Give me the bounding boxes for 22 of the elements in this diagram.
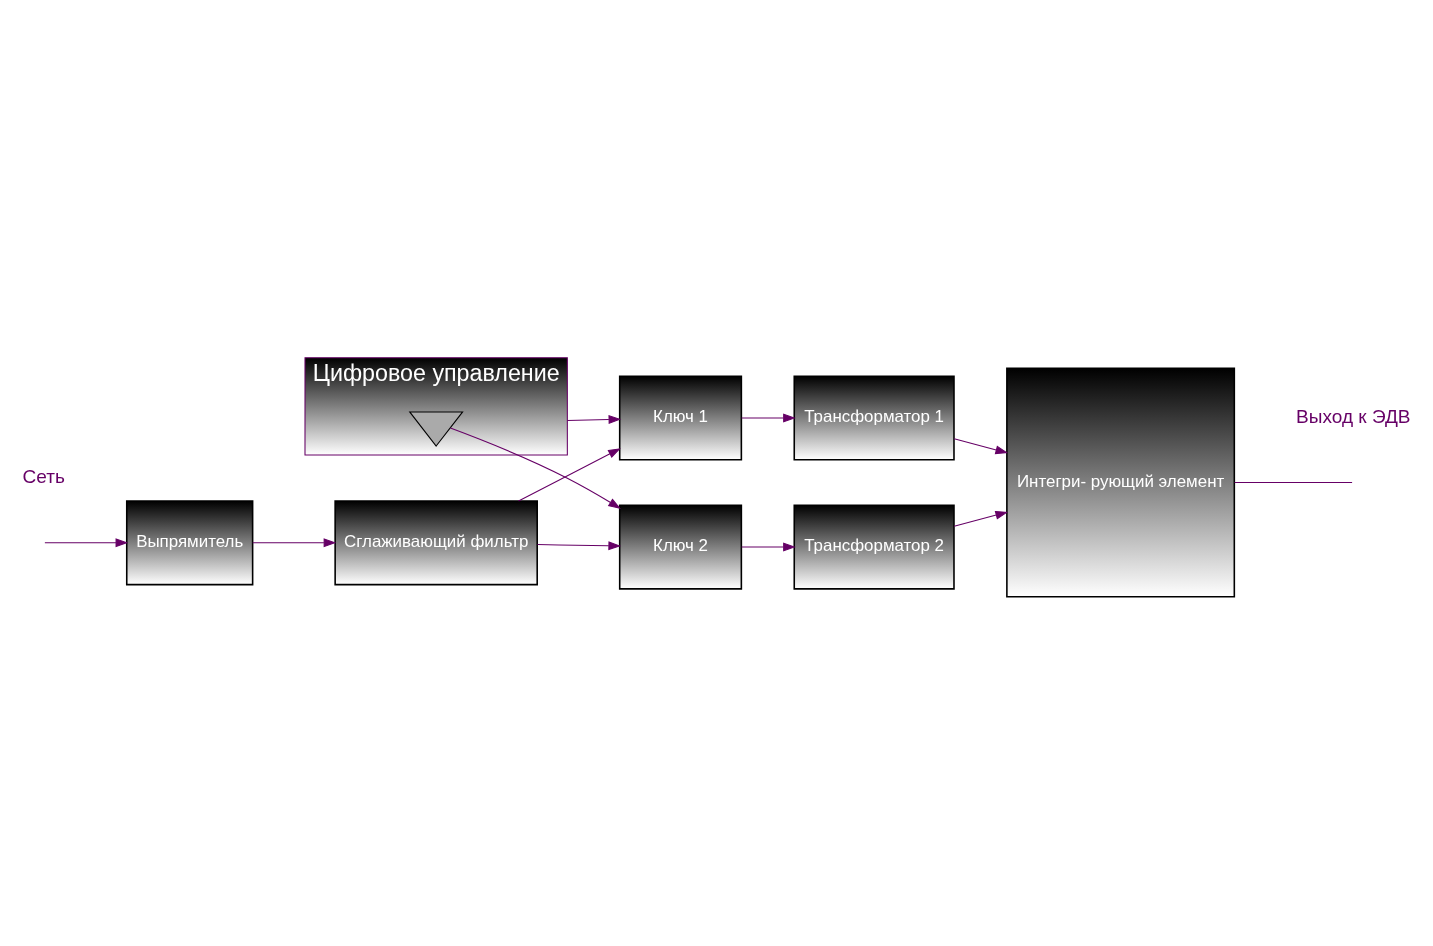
node-triangle: [408, 411, 464, 447]
node-box: Трансформатор 1: [793, 375, 955, 461]
label: Выход к ЭДВ: [1296, 405, 1411, 427]
arrow: [741, 542, 796, 552]
node-box: Выпрямитель: [125, 500, 254, 586]
label: Сеть: [22, 465, 65, 487]
arrow: [44, 538, 129, 548]
arrow: [537, 541, 622, 551]
arrow: [953, 510, 1009, 527]
arrow: [518, 448, 621, 502]
arrow: [953, 438, 1009, 455]
node-box: Сглаживающий фильтр: [334, 500, 538, 586]
node-box: Ключ 1: [618, 375, 743, 461]
cluster: Цифровое управление: [304, 357, 568, 456]
arrow: [252, 538, 337, 548]
node-box: Трансформатор 2: [793, 504, 955, 590]
node-box: Интегри- рующий элемент: [1006, 367, 1236, 598]
node-box: Ключ 2: [618, 504, 743, 590]
arrow: [566, 415, 622, 424]
arrow: [449, 427, 621, 509]
connector: [1234, 482, 1353, 484]
arrow: [741, 413, 796, 423]
